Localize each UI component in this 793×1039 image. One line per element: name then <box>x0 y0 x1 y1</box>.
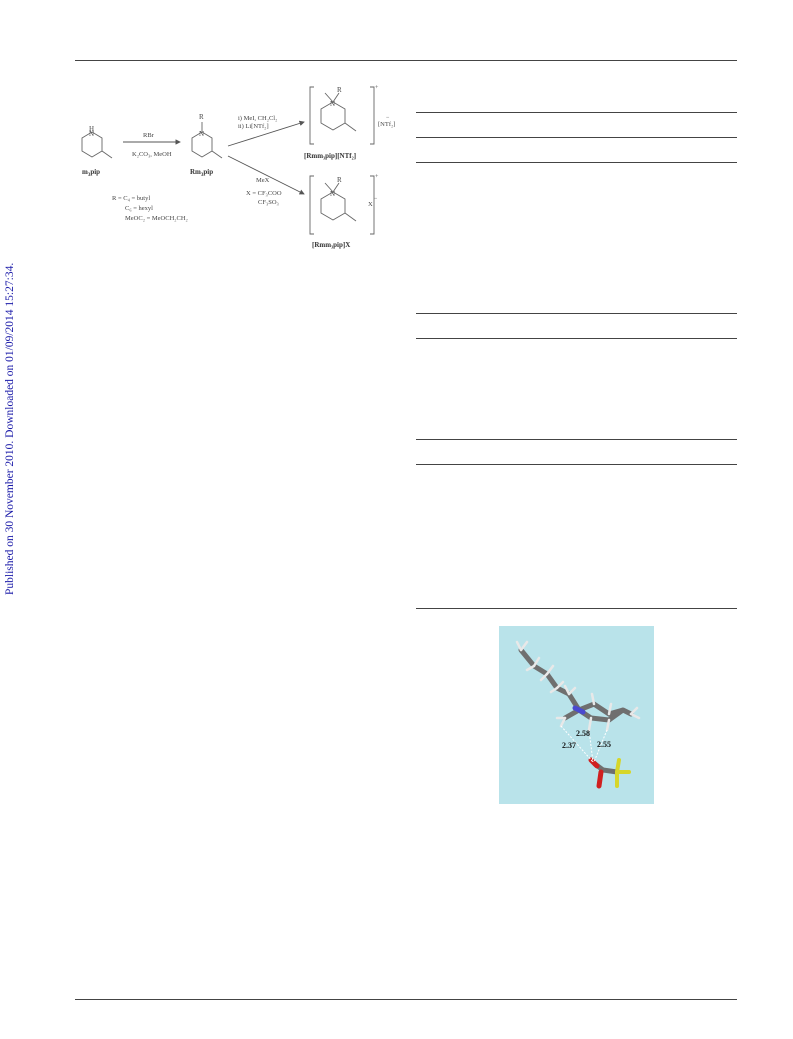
product1-charge-plus: + <box>375 85 379 91</box>
nh-label: H <box>89 125 94 133</box>
butyl-chain <box>518 647 582 713</box>
lower-condition-1: X = CF₃COO <box>246 190 282 197</box>
distance-label-1: 2.58 <box>576 729 590 738</box>
rm3pip-label: Rm3pip <box>190 168 213 178</box>
upper-arrow <box>227 120 305 147</box>
nitrogen-atom <box>572 705 586 715</box>
synthesis-scheme: H N R N N R N R m3pip Rm3pip [Rmm₃pip][N… <box>81 85 395 249</box>
oxygen-atom-2 <box>596 769 604 789</box>
table-rule-3 <box>416 162 737 163</box>
r-definition-1: R = C₄ = butyl <box>112 195 150 202</box>
m3pip-ring <box>81 131 103 158</box>
rm3pip-methyl <box>211 150 223 159</box>
r-label-product1: R <box>337 86 342 94</box>
product2-charge-minus: − <box>374 196 378 202</box>
table-rule-7 <box>416 464 737 465</box>
header-rule <box>75 60 737 61</box>
hbond-3 <box>593 729 608 763</box>
step1-reagent-bottom: K₂CO₃, MeOH <box>132 151 172 158</box>
product2-anion: X <box>368 201 373 208</box>
lower-condition-2: CF₃SO₃ <box>258 199 279 206</box>
table-rule-2 <box>416 137 737 138</box>
product1-label: [Rmm₃pip][NTf₂] <box>304 152 356 160</box>
n-label-start: N <box>89 130 94 138</box>
rm3pip-ring <box>191 131 213 158</box>
m3pip-label: m3pip <box>82 168 100 178</box>
table-rule-8 <box>416 608 737 609</box>
step1-reagent-top: RBr <box>143 132 155 139</box>
product2-charge-plus: + <box>375 174 379 180</box>
product1-bracket-right <box>370 86 375 145</box>
footer-rule <box>75 999 737 1000</box>
n-label-product2: N <box>330 190 335 198</box>
product1-charge-minus: − <box>386 115 390 121</box>
r-definition-2: C₆ = hexyl <box>125 205 153 212</box>
lower-reagent: MeX <box>256 177 270 184</box>
product2-label: [Rmm₃pip]X <box>312 241 350 249</box>
product1-ring <box>320 101 346 131</box>
table-rule-5 <box>416 338 737 339</box>
distance-label-3: 2.55 <box>597 740 611 749</box>
r-definition-3: MeOC₂ = MeOCH₂CH₂ <box>125 215 188 222</box>
n-label-product1: N <box>330 100 335 108</box>
product1-anion: [NTf₂] <box>378 121 395 128</box>
molecular-model-image: 2.58 2.37 2.55 <box>499 626 654 804</box>
n-label-mid: N <box>199 130 204 138</box>
m3pip-methyl <box>101 150 113 159</box>
table-rule-6 <box>416 439 737 440</box>
hbond-1 <box>560 725 594 763</box>
lower-arrow <box>227 155 305 195</box>
r-label: R <box>199 113 204 121</box>
product2-ring <box>320 191 346 221</box>
hbond-2 <box>588 729 594 763</box>
table-rule-1 <box>416 112 737 113</box>
table-rule-4 <box>416 313 737 314</box>
product2-bracket-left <box>309 175 314 235</box>
upper-condition-1: i) MeI, CH₂Cl₂ <box>238 115 277 122</box>
distance-label-2: 2.37 <box>562 741 576 750</box>
product1-bracket-left <box>309 86 314 145</box>
published-notice-link[interactable]: Published on 30 November 2010. Downloade… <box>4 262 16 595</box>
upper-condition-2: ii) Li[NTf₂] <box>238 123 269 130</box>
product2-bracket-right <box>370 175 375 235</box>
ring-methyl <box>620 707 634 717</box>
molecular-model-figure: 2.58 2.37 2.55 <box>499 626 654 804</box>
r-label-product2: R <box>337 176 342 184</box>
